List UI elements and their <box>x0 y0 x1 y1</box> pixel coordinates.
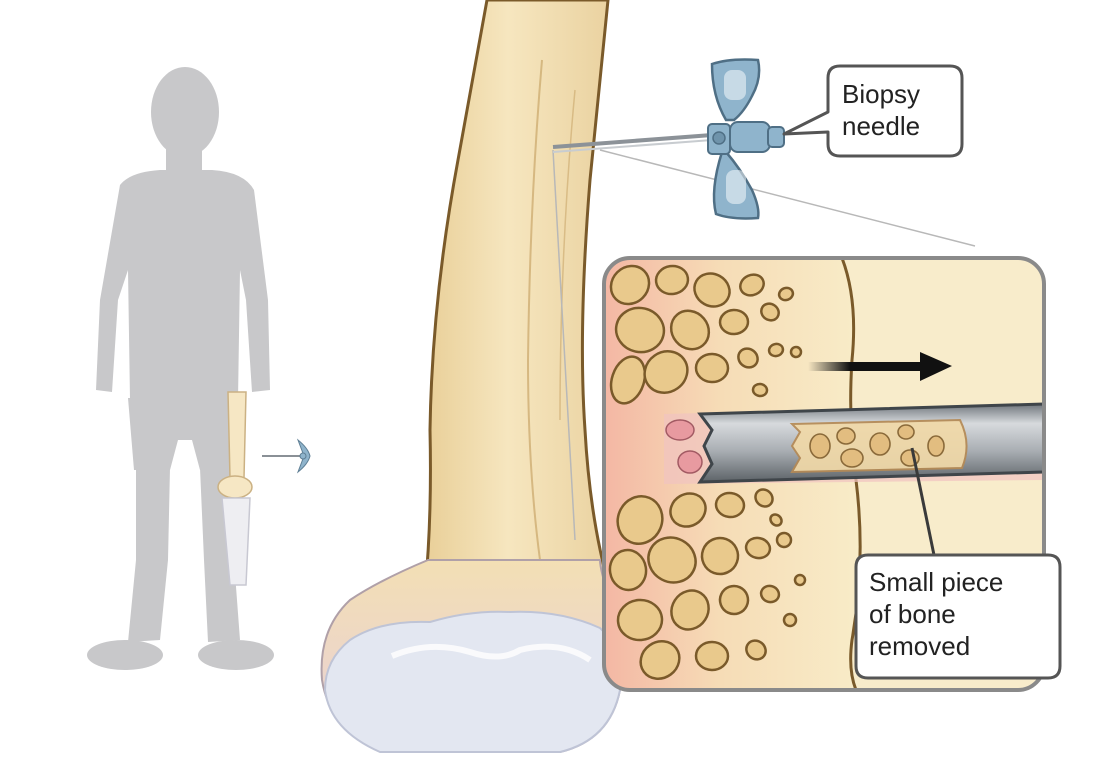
trabecular-cell <box>669 309 711 351</box>
trabecular-cell <box>654 264 690 296</box>
trabecular-cell <box>694 352 730 384</box>
trabecular-cell <box>694 640 730 672</box>
trabecular-cell <box>643 350 689 394</box>
trabecular-cell <box>782 612 798 628</box>
trabecular-cell <box>669 492 707 528</box>
trabecular-cell <box>616 598 664 642</box>
trabecular-cell <box>767 342 785 358</box>
trabecular-cell <box>744 536 772 560</box>
trabecular-cell <box>754 488 774 508</box>
trabecular-bone-cells <box>608 264 807 680</box>
trabecular-cell <box>793 573 807 587</box>
needle-label-line-1: Biopsy <box>842 79 920 109</box>
person-silhouette <box>87 67 274 670</box>
small-needle-icon <box>262 438 311 474</box>
trabecular-cell <box>759 584 781 604</box>
leg-bone-small <box>217 391 253 586</box>
trabecular-cell <box>769 513 783 527</box>
trabecular-cell <box>718 308 750 336</box>
withdrawal-arrow <box>808 352 952 381</box>
sample-callout: Small piece of bone removed <box>854 447 1062 680</box>
trabecular-cell <box>777 286 795 302</box>
trabecular-cell <box>718 584 750 616</box>
trabecular-cell <box>760 302 780 322</box>
trabecular-cell <box>670 589 710 631</box>
trabecular-cell <box>608 548 648 592</box>
trabecular-cell <box>647 536 697 584</box>
trabecular-cell <box>639 640 681 680</box>
trabecular-cell <box>693 272 731 308</box>
trabecular-cell <box>775 531 793 549</box>
biopsy-needle <box>552 58 785 220</box>
trabecular-cell <box>789 345 803 359</box>
trabecular-cell <box>609 355 647 405</box>
trabecular-cell <box>751 382 769 398</box>
needle-callout: Biopsy needle <box>782 64 964 158</box>
sample-label-line-2: of bone <box>869 599 956 629</box>
trabecular-cell <box>700 536 740 576</box>
trabecular-cell <box>737 347 759 369</box>
needle-label-line-2: needle <box>842 111 920 141</box>
femur-bone <box>320 0 624 754</box>
sample-label-line-3: removed <box>869 631 970 661</box>
trabecular-cell <box>614 306 666 354</box>
trabecular-cell <box>609 264 651 306</box>
zoom-guide-lines <box>552 149 976 541</box>
trabecular-cell <box>714 491 746 519</box>
trabecular-cell <box>739 273 765 297</box>
trabecular-cell <box>745 639 767 661</box>
trabecular-cell <box>616 495 664 545</box>
sample-label-line-1: Small piece <box>869 567 1003 597</box>
